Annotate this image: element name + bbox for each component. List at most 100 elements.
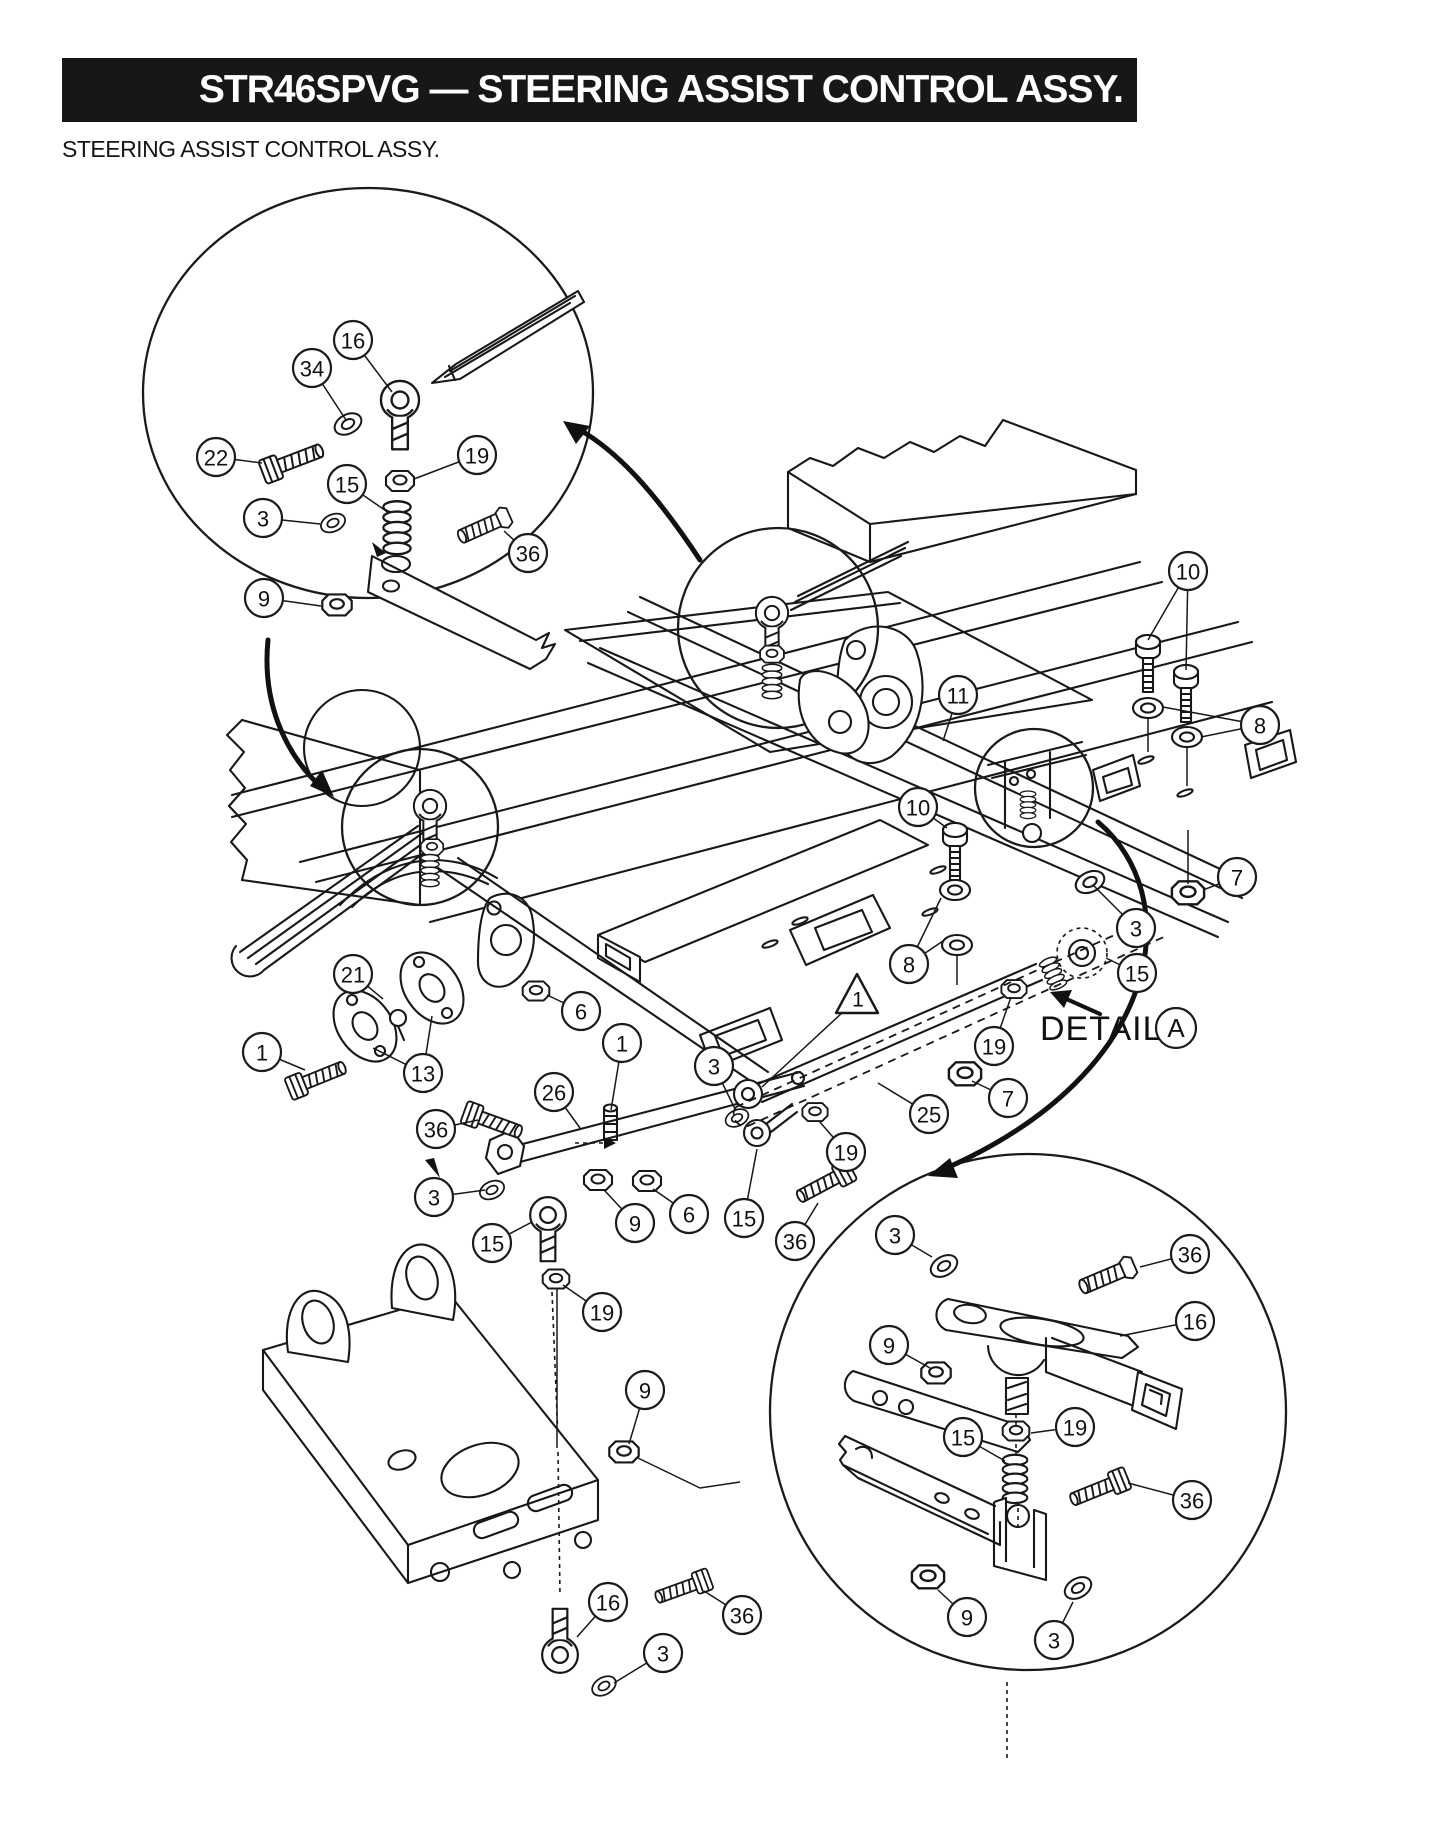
callout-number: 9 (258, 587, 270, 612)
floor-plate-edge (786, 470, 1138, 564)
washer (940, 933, 974, 957)
callout-number: 15 (335, 473, 359, 498)
stud (1074, 1253, 1140, 1300)
callout-balloon (642, 1632, 684, 1674)
callout-number: 8 (1254, 714, 1266, 739)
nut (947, 1061, 983, 1087)
callout-number: 13 (411, 1062, 435, 1087)
bolt (1065, 1465, 1133, 1513)
floor-plate (786, 418, 1138, 564)
nut (384, 469, 416, 493)
callout-number: 3 (257, 507, 269, 532)
callout-36: 36 (1169, 1233, 1211, 1275)
callout-number: 3 (1048, 1629, 1060, 1654)
rod-end (379, 379, 421, 451)
detail-circle-top-left (141, 186, 595, 671)
angle-bar (837, 1434, 1002, 1547)
callout-balloon (614, 1202, 656, 1244)
clevis-ear (390, 1243, 457, 1322)
callout-balloon (1174, 1300, 1216, 1342)
callout-balloon (332, 953, 374, 995)
tube-end (1130, 1370, 1184, 1431)
callout-1: 1 (601, 1022, 643, 1064)
callout-balloon (1169, 1233, 1211, 1275)
callout-36: 36 (507, 532, 549, 574)
rod-end (541, 1607, 579, 1674)
spring (761, 663, 783, 700)
callout-number: 1 (256, 1041, 268, 1066)
nut (582, 1168, 614, 1192)
left-channel-jag (225, 718, 249, 882)
callout-balloon (1171, 1479, 1213, 1521)
callout-balloon (1216, 856, 1258, 898)
callout-number: 25 (917, 1103, 941, 1128)
detail-circle-mid (973, 727, 1142, 849)
callout-balloon (471, 1222, 513, 1264)
box-tube-mid (596, 818, 930, 964)
spring (1037, 954, 1069, 993)
callout-number: 19 (834, 1141, 858, 1166)
tube-body (1044, 1336, 1144, 1408)
callout-16: 16 (332, 319, 374, 361)
nut (759, 644, 785, 664)
callout-number: 3 (1130, 917, 1142, 942)
detail-ref-circle (1154, 1006, 1198, 1050)
bolt (283, 1054, 351, 1102)
detail-arrow (1060, 995, 1102, 1016)
washer (329, 407, 367, 441)
stud (453, 504, 515, 549)
callout-balloon (581, 1291, 623, 1333)
callout-balloon (1167, 550, 1209, 592)
upper-plate (935, 1297, 1140, 1360)
callout-number: 7 (1002, 1087, 1014, 1112)
callout-number: 3 (889, 1224, 901, 1249)
callout-number: 15 (480, 1232, 504, 1257)
callout-9: 9 (614, 1202, 656, 1244)
callout-balloon (587, 1581, 629, 1623)
callout-3: 3 (1115, 907, 1157, 949)
callout-balloon (241, 1031, 283, 1073)
callout-balloon (413, 1176, 455, 1218)
steering-shaft (230, 824, 438, 978)
callout-number: 3 (428, 1186, 440, 1211)
callout-34: 34 (291, 347, 333, 389)
callout-balloon (1115, 907, 1157, 949)
callout-balloon (456, 434, 498, 476)
ball-arc (986, 1344, 1046, 1377)
clevis-ear (285, 1289, 351, 1364)
nut (608, 1440, 640, 1464)
callout-36: 36 (415, 1108, 457, 1150)
cowl (338, 859, 499, 909)
detail-circle-upper (676, 526, 910, 755)
callout-22: 22 (195, 436, 237, 478)
callout-number: 15 (732, 1207, 756, 1232)
callout-number: 6 (683, 1203, 695, 1228)
strap-upper (626, 595, 1252, 900)
callout-9: 9 (868, 1324, 910, 1366)
washer (587, 1671, 621, 1701)
callout-3: 3 (1033, 1619, 1075, 1661)
callout-7: 7 (1216, 856, 1258, 898)
callout-number: 15 (1125, 962, 1149, 987)
dashed-highlight (1056, 927, 1108, 979)
callout-3: 3 (242, 497, 284, 539)
callout-6: 6 (668, 1193, 710, 1235)
callout-3: 3 (642, 1632, 684, 1674)
callout-number: 7 (1231, 866, 1243, 891)
bottom-left-bracket (261, 1243, 741, 1701)
callout-number: 21 (341, 963, 365, 988)
callout-balloon (937, 674, 979, 716)
nut (631, 1169, 663, 1193)
callout-balloon (973, 1025, 1015, 1067)
rod-end-mid (742, 1102, 799, 1148)
callout-number: 19 (590, 1301, 614, 1326)
callout-balloon (402, 1052, 444, 1094)
callout-9: 9 (624, 1369, 666, 1411)
callout-balloon (507, 532, 549, 574)
lower-plate (843, 1369, 1032, 1454)
frame-artwork (225, 418, 1298, 1084)
tube-end (1091, 753, 1142, 803)
callout-19: 19 (1054, 1406, 1096, 1448)
